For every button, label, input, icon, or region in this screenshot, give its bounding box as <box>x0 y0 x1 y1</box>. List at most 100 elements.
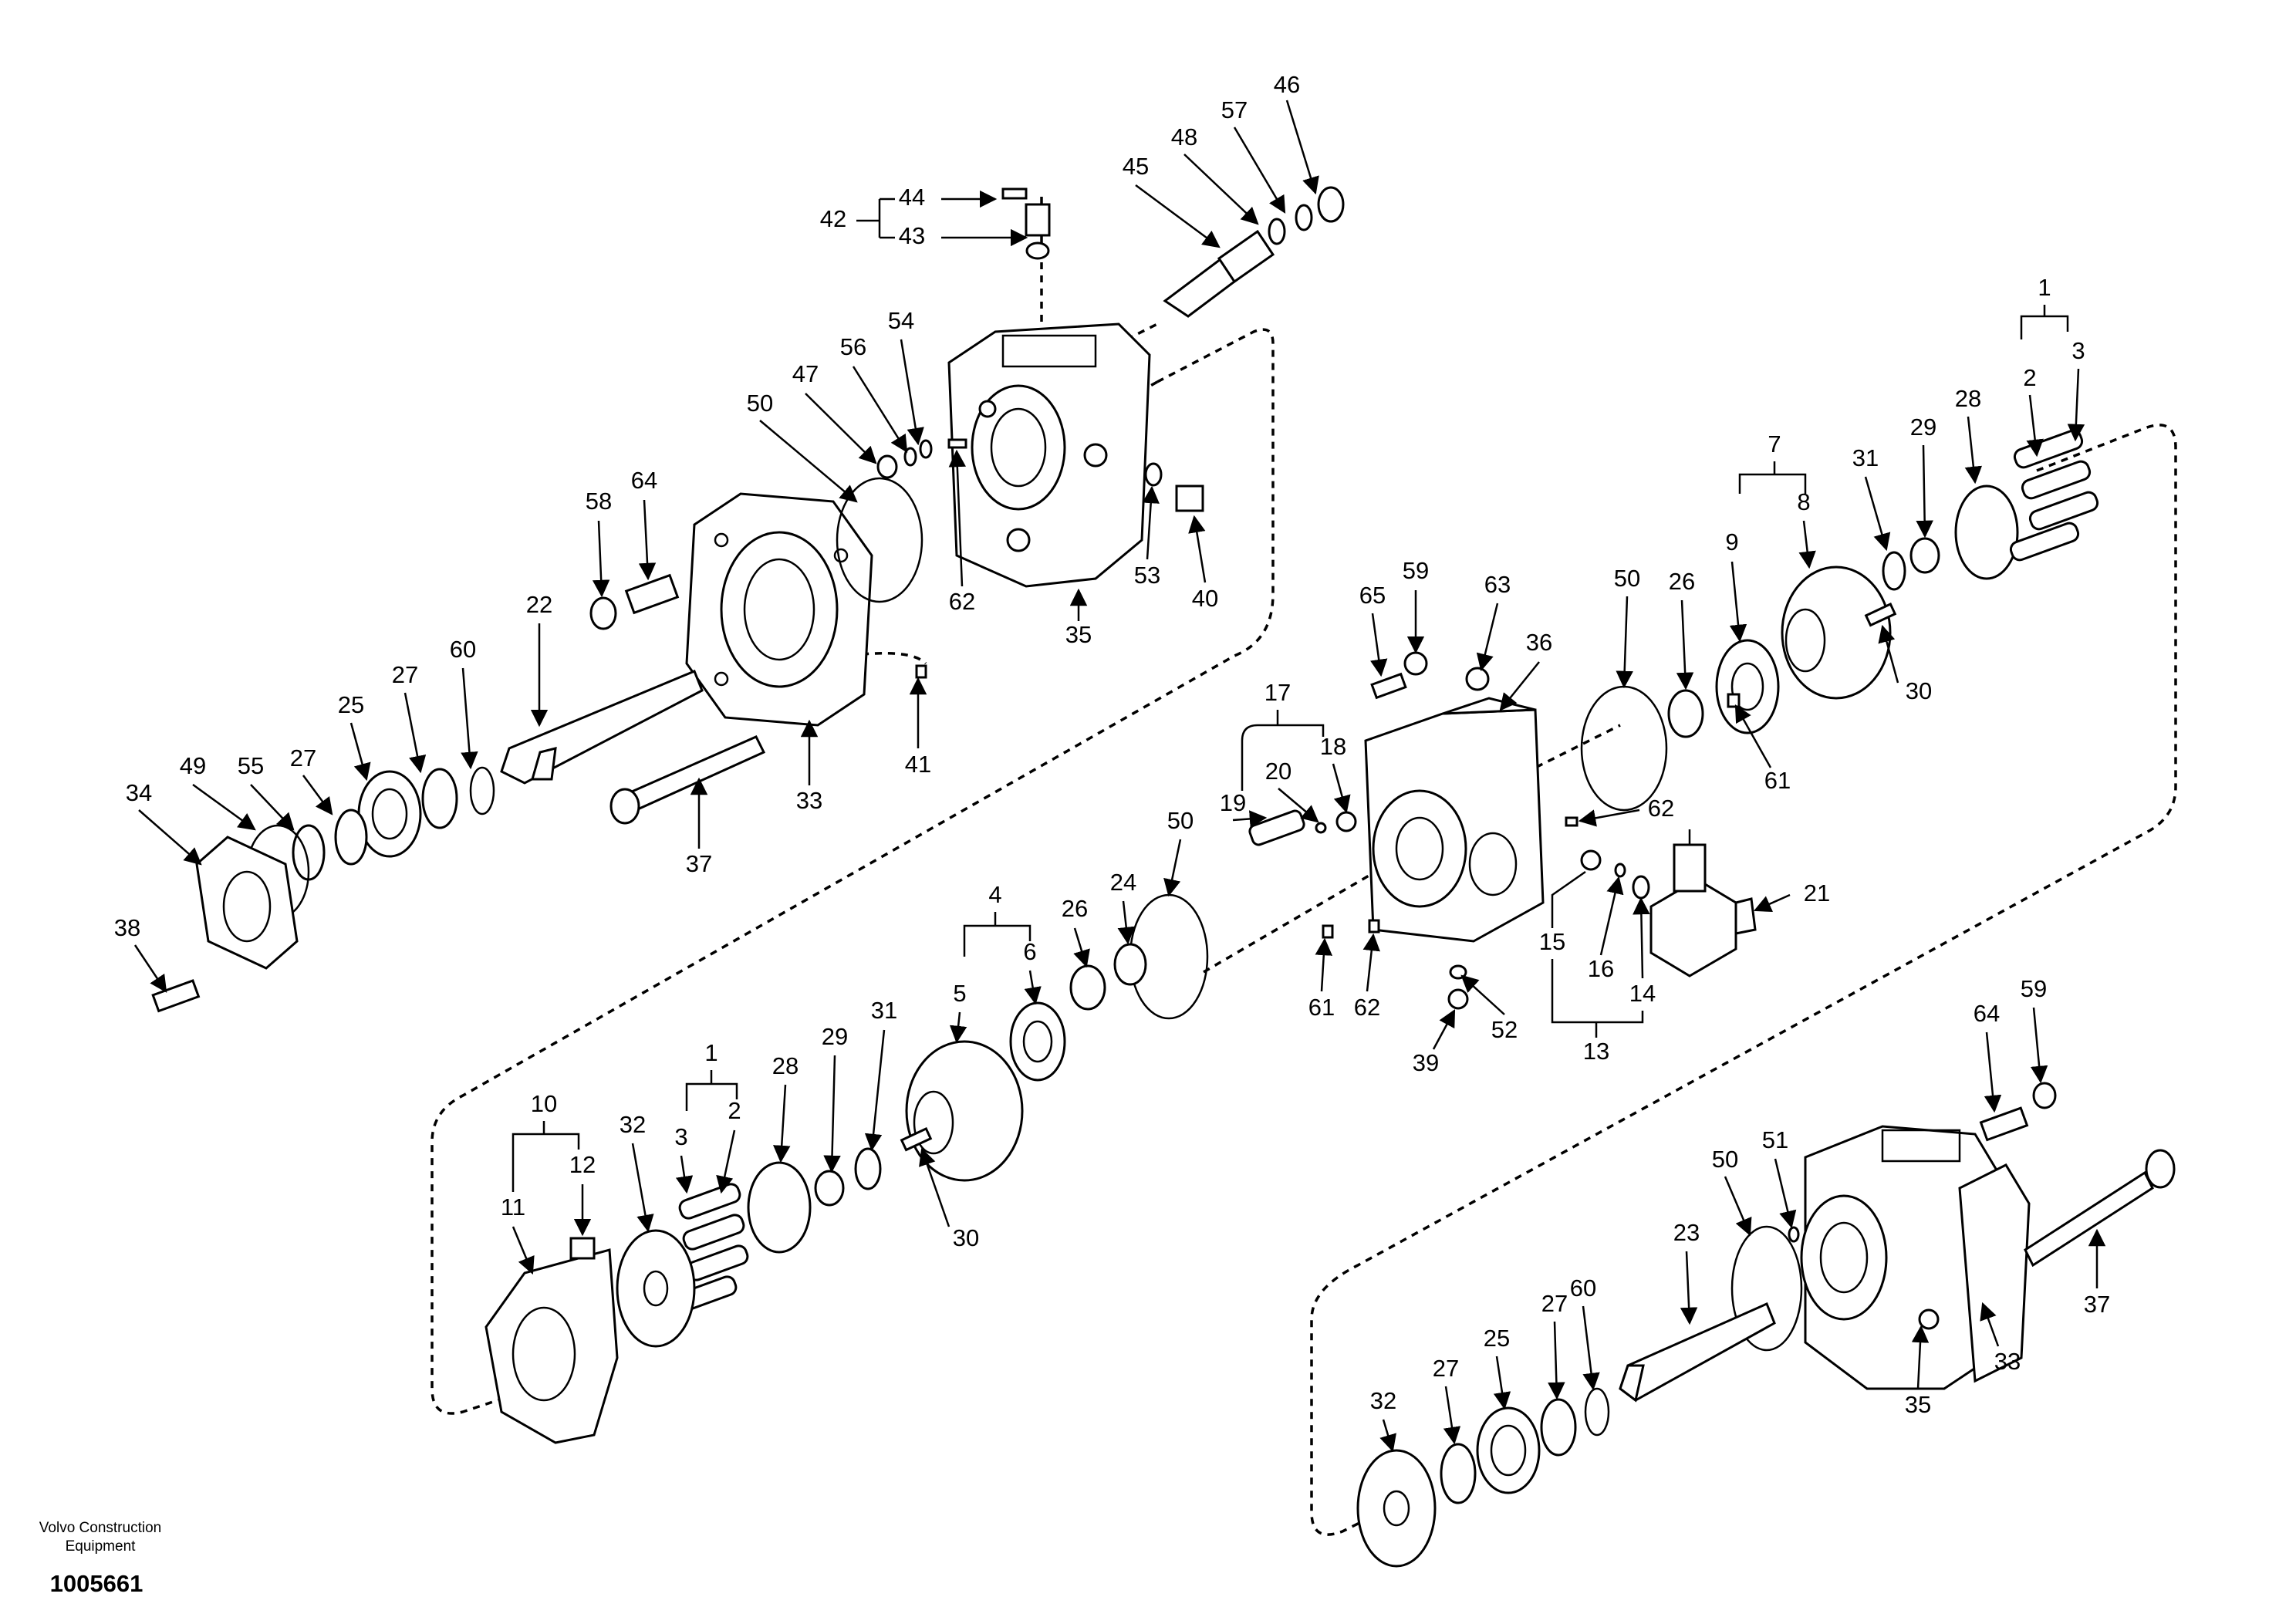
callout-11: 11 <box>501 1194 525 1221</box>
ball-guide-29a <box>1909 537 1940 574</box>
leader-8 <box>1798 520 1816 569</box>
leader-28 <box>772 1084 791 1163</box>
pin-62b <box>1368 919 1380 934</box>
leader-64 <box>1984 1031 2002 1113</box>
bearing-25a <box>357 770 422 858</box>
plug-47 <box>876 454 898 479</box>
callout-44: 44 <box>899 184 925 211</box>
leader-50 <box>1163 839 1182 897</box>
callout-28: 28 <box>1955 385 1981 412</box>
leader-64 <box>638 499 657 581</box>
leader-50 <box>759 420 858 503</box>
callout-49: 49 <box>180 752 206 779</box>
valve-plate-9 <box>1715 639 1780 734</box>
callout-labels: 4657484542444354564750625340355864226027… <box>114 71 2110 1418</box>
callout-36: 36 <box>1526 629 1552 656</box>
callout-27: 27 <box>392 661 418 688</box>
housing-35 <box>947 322 1151 588</box>
leader-59 <box>2030 1007 2048 1084</box>
callout-57: 57 <box>1221 96 1248 123</box>
callout-27: 27 <box>1433 1355 1459 1382</box>
leader-62 <box>948 449 967 587</box>
callout-31: 31 <box>1852 444 1879 471</box>
callout-1: 1 <box>2038 274 2051 301</box>
plug-14 <box>1632 875 1650 900</box>
retainer-28a <box>1954 484 2019 580</box>
callout-30: 30 <box>953 1224 979 1251</box>
callout-27: 27 <box>290 744 316 771</box>
leader-35 <box>1911 1325 1930 1389</box>
callout-32: 32 <box>620 1111 646 1138</box>
upper-left-assembly <box>151 186 1345 1013</box>
ring-57 <box>1295 204 1313 231</box>
lower-right-assembly <box>1356 1082 2176 1568</box>
callout-63: 63 <box>1484 571 1511 598</box>
pin-62c <box>1565 816 1578 827</box>
stud-64a <box>624 573 680 615</box>
callout-30: 30 <box>1906 677 1932 704</box>
housing-35b <box>1800 1125 2000 1390</box>
callout-8: 8 <box>1797 488 1810 515</box>
o-ring-56 <box>903 447 917 467</box>
shaft-22 <box>500 670 704 785</box>
bracket-15 <box>1551 870 1586 928</box>
leader-49 <box>192 783 256 831</box>
callout-7: 7 <box>1768 430 1781 457</box>
collar-27b <box>334 809 368 866</box>
solenoid-21 <box>1649 829 1757 977</box>
pin-41 <box>915 664 927 679</box>
leader-26 <box>1073 927 1090 968</box>
callout-21: 21 <box>1804 880 1830 907</box>
leader-45 <box>1135 184 1221 248</box>
leader-24 <box>1117 900 1135 945</box>
leader-60 <box>1582 1305 1600 1391</box>
leader-34 <box>138 809 202 866</box>
callout-12: 12 <box>569 1151 596 1178</box>
ball-guide-29b <box>814 1170 845 1207</box>
callout-3: 3 <box>2071 337 2085 364</box>
callout-62: 62 <box>949 588 975 615</box>
bracket-7 <box>1738 461 1807 494</box>
leader-32 <box>631 1143 654 1233</box>
callout-25: 25 <box>1484 1325 1510 1352</box>
nut-58a <box>589 596 617 630</box>
leader-11 <box>512 1226 535 1275</box>
leader-31 <box>864 1029 886 1152</box>
nut-59a <box>1403 651 1428 676</box>
leader-38 <box>133 944 167 993</box>
callout-14: 14 <box>1629 980 1656 1007</box>
callout-47: 47 <box>792 360 819 387</box>
valve-plate-6 <box>1009 1001 1066 1082</box>
nut-59b <box>2032 1082 2057 1109</box>
callout-4: 4 <box>988 881 1001 908</box>
pistons-1b <box>674 1183 749 1312</box>
snap-ring-60a <box>469 766 495 815</box>
callout-13: 13 <box>1583 1038 1609 1065</box>
plug-15 <box>1580 849 1602 871</box>
callout-50: 50 <box>1167 807 1194 834</box>
leader-21 <box>1753 893 1791 913</box>
leader-50 <box>1724 1176 1752 1237</box>
callout-9: 9 <box>1725 528 1738 555</box>
lever-43 <box>1025 203 1051 237</box>
callout-10: 10 <box>531 1090 557 1117</box>
callout-42: 42 <box>820 205 846 232</box>
leader-25 <box>1493 1356 1511 1410</box>
callout-56: 56 <box>840 333 866 360</box>
collar-27d <box>1440 1443 1477 1504</box>
bushing-24 <box>1113 943 1147 986</box>
pin-61a <box>1727 693 1741 708</box>
fitting-63 <box>1465 667 1490 691</box>
o-ring-53 <box>1144 462 1163 487</box>
leader-3 <box>2067 368 2085 442</box>
callout-2: 2 <box>2023 364 2036 391</box>
flange-33 <box>685 492 873 727</box>
callout-51: 51 <box>1762 1126 1788 1153</box>
plug-39 <box>1447 988 1469 1010</box>
callout-53: 53 <box>1134 562 1160 589</box>
callout-6: 6 <box>1023 938 1036 965</box>
leader-40 <box>1188 515 1207 583</box>
callout-3: 3 <box>674 1123 687 1150</box>
